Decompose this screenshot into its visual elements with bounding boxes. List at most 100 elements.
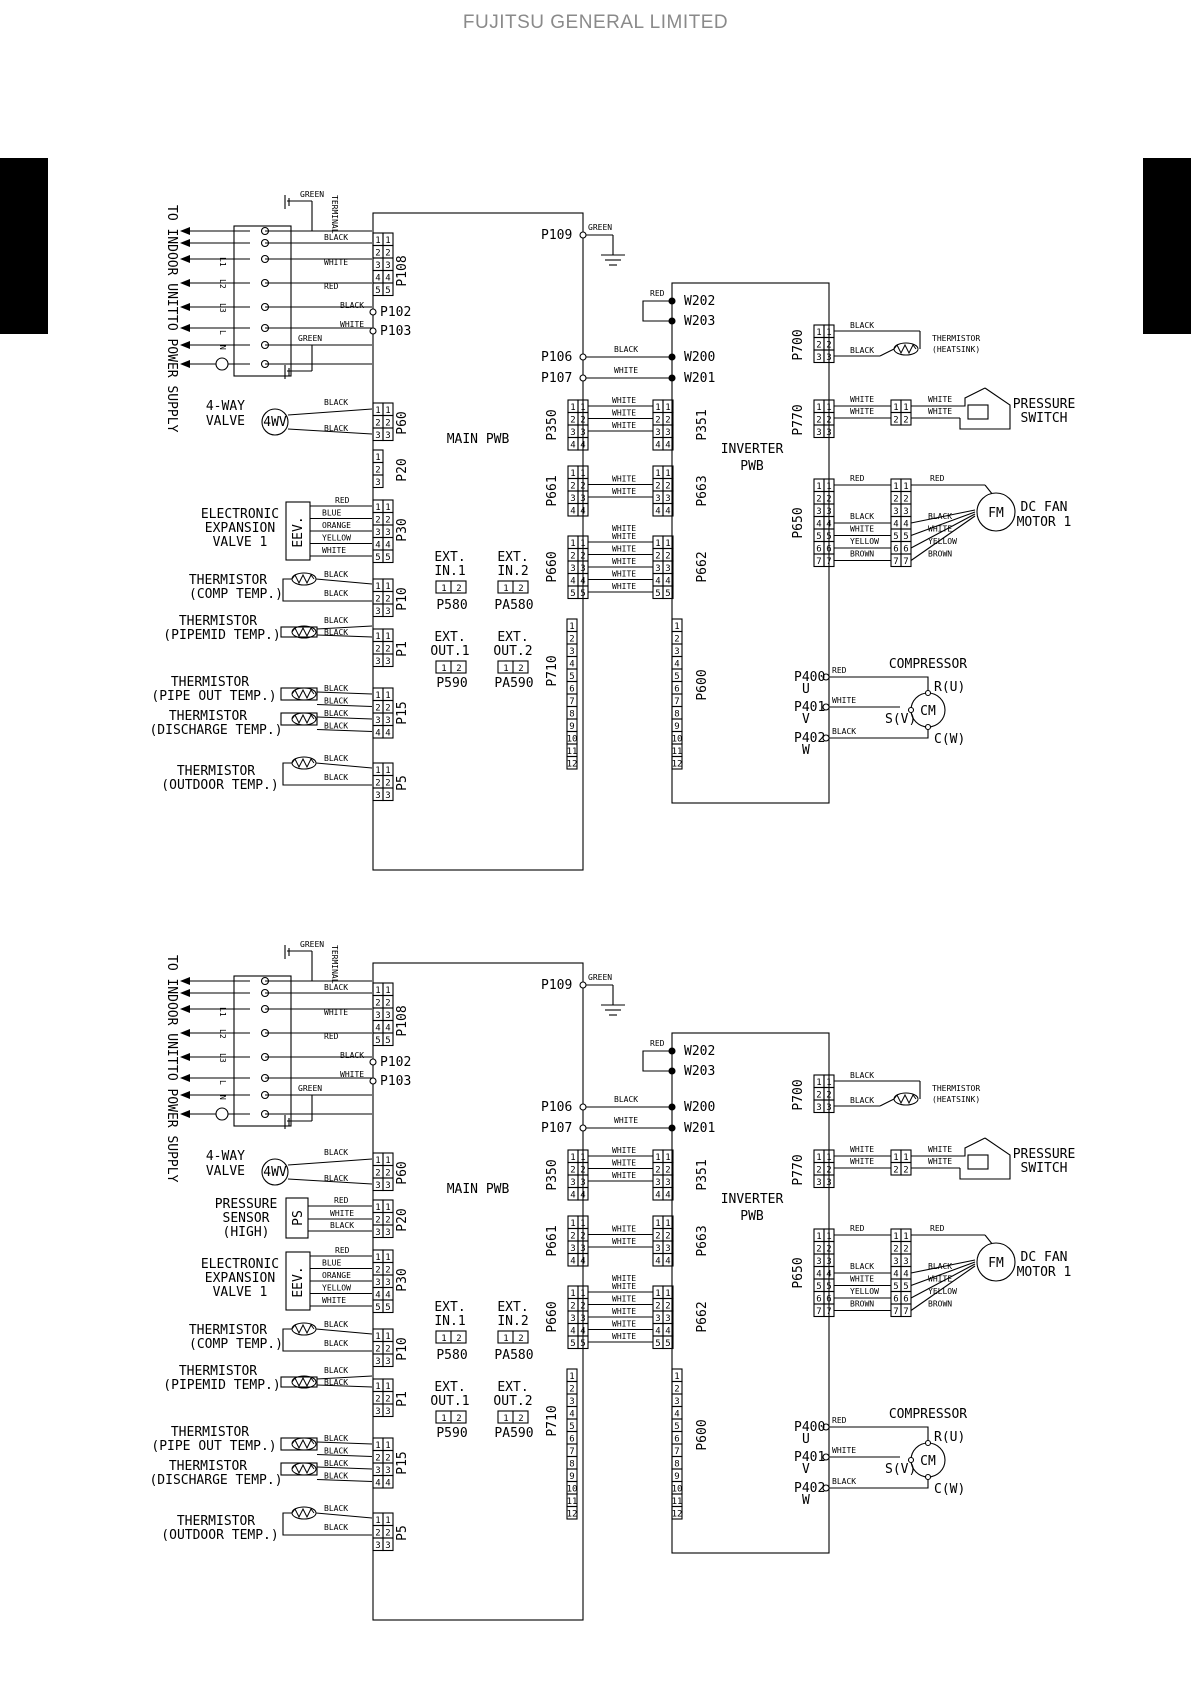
inverter-pwb xyxy=(671,282,830,804)
connector-label: P580 xyxy=(436,598,467,613)
wire xyxy=(910,513,976,549)
component-label: SWITCH xyxy=(1021,411,1068,426)
connector-label: PA580 xyxy=(494,1348,533,1363)
wire xyxy=(959,1137,1011,1180)
connector-p20b-pin-number: 1 xyxy=(385,1203,390,1213)
connector-p108-pin xyxy=(382,1032,394,1047)
terminal-l: L xyxy=(218,1080,227,1085)
connector-p10-pin-number: 2 xyxy=(385,1345,390,1355)
connector-p663-pin-number: 2 xyxy=(655,1232,660,1242)
arrow-icon xyxy=(180,1091,190,1099)
connector-p700-pin-number: 3 xyxy=(816,1103,821,1113)
four-way-valve-symbol: 4WV xyxy=(263,1165,287,1180)
connector-p15-pin-number: 3 xyxy=(375,716,380,726)
connector-p350-pin xyxy=(577,1186,589,1201)
pin-number: 2 xyxy=(518,584,523,594)
pin-number: 2 xyxy=(518,1414,523,1424)
wire-color-label: BLACK xyxy=(850,1262,874,1271)
connector-p5-pin-number: 3 xyxy=(385,1541,390,1551)
connector-label: P108 xyxy=(395,1005,410,1036)
connector-p350-pin xyxy=(577,436,589,451)
wire-color-label: WHITE xyxy=(612,1237,636,1246)
component-label: (DISCHARGE TEMP.) xyxy=(149,723,282,738)
connector-p60-pin-number: 2 xyxy=(385,419,390,429)
connector-label: P700 xyxy=(791,1079,806,1110)
connector-p15-pin-number: 3 xyxy=(375,1466,380,1476)
connector-label: PA590 xyxy=(494,676,533,691)
connector-label: U xyxy=(802,682,810,697)
connector-p660-pin-number: 3 xyxy=(570,564,575,574)
component-label: PRESSURE xyxy=(1013,397,1076,412)
wire-color-label: BLUE xyxy=(322,509,341,518)
connector-label: P103 xyxy=(380,1074,411,1089)
connector-p650-pin-number: 4 xyxy=(816,520,821,530)
component-label: (OUTDOOR TEMP.) xyxy=(161,1528,278,1543)
connector-p650-pin-number: 5 xyxy=(816,1282,821,1292)
connector-p650b-pin-number: 5 xyxy=(903,1282,908,1292)
wire-color-label: WHITE xyxy=(612,396,636,405)
connector-p60-pin-number: 3 xyxy=(375,431,380,441)
connector-p650-pin-number: 4 xyxy=(816,1270,821,1280)
connector-p10-pin xyxy=(382,603,394,618)
arrow-icon xyxy=(180,255,190,263)
connector-p30-pin-number: 2 xyxy=(375,1266,380,1276)
connector-p20-pin-number: 1 xyxy=(375,1203,380,1213)
connector-label: P590 xyxy=(436,676,467,691)
connector-p351-pin xyxy=(662,1186,674,1201)
connector-label: P400 xyxy=(794,670,825,685)
connector-p108-pin-number: 2 xyxy=(385,999,390,1009)
connector-p663-pin-number: 3 xyxy=(665,494,670,504)
connector-p350-pin-number: 3 xyxy=(580,428,585,438)
wire-color-label: BLACK xyxy=(324,398,348,407)
connector-p650b-pin-number: 2 xyxy=(893,495,898,505)
connector-label: P400 xyxy=(794,1420,825,1435)
wire-color-label: BROWN xyxy=(928,1300,952,1309)
connector-p650b-pin-number: 7 xyxy=(903,557,908,567)
connector-p30-pin-number: 3 xyxy=(375,528,380,538)
connector-p600-pin-number: 12 xyxy=(672,1510,683,1520)
wire-color-label: WHITE xyxy=(850,395,874,404)
four-way-valve-symbol: 4WV xyxy=(263,415,287,430)
node xyxy=(924,723,932,731)
connector-p710-pin-number: 1 xyxy=(569,622,574,632)
connector-label: P20 xyxy=(395,458,410,481)
connector-p770b-pin xyxy=(900,1161,912,1176)
right-edge-tab xyxy=(1143,158,1191,334)
thermistor-housing xyxy=(280,1462,318,1476)
connector-p663-pin-number: 4 xyxy=(655,507,660,517)
connector-p770b-pin-number: 1 xyxy=(903,403,908,413)
connector-p15-pin-number: 4 xyxy=(385,1479,390,1489)
connector-p15-pin-number: 2 xyxy=(375,1454,380,1464)
connector-p650b-pin-number: 4 xyxy=(893,520,898,530)
connector-p662-pin-number: 5 xyxy=(655,589,660,599)
connector-p600-pin-number: 4 xyxy=(674,1410,679,1420)
connector-p663-pin xyxy=(662,1252,674,1267)
connector-p660-pin-number: 1 xyxy=(580,1289,585,1299)
wire-color-label: BLACK xyxy=(324,1447,348,1456)
connector-label: P60 xyxy=(395,411,410,434)
connector-p660-pin-number: 2 xyxy=(580,552,585,562)
connector-p770-pin xyxy=(823,424,835,439)
connector-p350-pin-number: 3 xyxy=(570,428,575,438)
connector-p710-pin-number: 4 xyxy=(569,660,574,670)
connector-p650-pin-number: 3 xyxy=(816,507,821,517)
connector-label: U xyxy=(802,1432,810,1447)
wire-color-label: WHITE xyxy=(612,1225,636,1234)
node xyxy=(668,1047,676,1055)
thermistor-symbol xyxy=(291,1322,317,1336)
connector-label: P350 xyxy=(545,409,560,440)
connector-label: P401 xyxy=(794,700,825,715)
wire-color-label: BLACK xyxy=(340,1051,364,1060)
four-way-valve-icon xyxy=(261,408,289,436)
connector-label: P106 xyxy=(541,350,572,365)
connector-p650b-pin-number: 6 xyxy=(893,545,898,555)
node xyxy=(668,1067,676,1075)
connector-label: P580 xyxy=(436,1348,467,1363)
wire xyxy=(910,1263,976,1299)
wire-color-label: BLACK xyxy=(324,709,348,718)
connector-p15-pin-number: 1 xyxy=(385,691,390,701)
connector-p108-pin-number: 5 xyxy=(375,1036,380,1046)
connector-p770b-pin-number: 1 xyxy=(893,403,898,413)
wire-color-label: YELLOW xyxy=(322,534,351,543)
connector-p662-pin-number: 2 xyxy=(655,552,660,562)
